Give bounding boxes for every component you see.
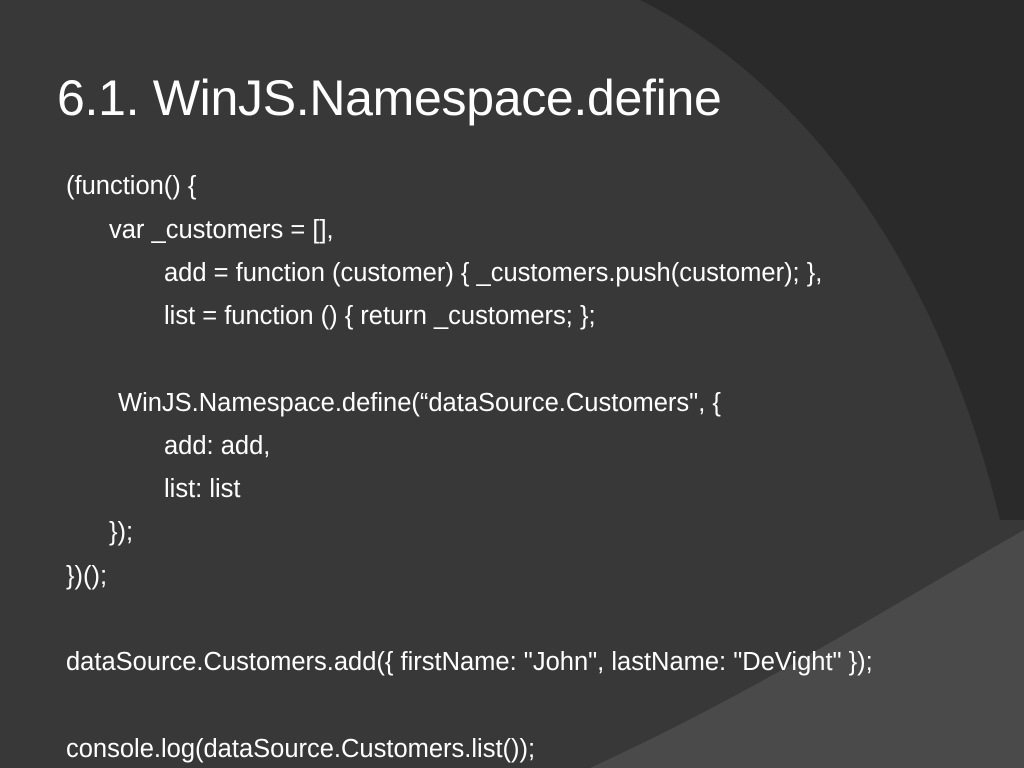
code-line: add: add, [164, 432, 271, 460]
code-line: }); [109, 518, 134, 546]
background-light-wedge [590, 530, 1024, 768]
code-line: console.log(dataSource.Customers.list())… [66, 735, 536, 763]
code-line: add = function (customer) { _customers.p… [164, 259, 823, 287]
background-dark-wedge [640, 0, 1024, 520]
code-line: var _customers = [], [109, 216, 334, 244]
code-line: WinJS.Namespace.define(“dataSource.Custo… [118, 389, 721, 417]
code-line: (function() { [66, 172, 197, 200]
slide-title: 6.1. WinJS.Namespace.define [57, 70, 722, 126]
code-line: list = function () { return _customers; … [164, 302, 596, 330]
code-line: })(); [66, 562, 108, 590]
code-line: list: list [164, 475, 241, 503]
code-line: dataSource.Customers.add({ firstName: "J… [66, 648, 873, 676]
